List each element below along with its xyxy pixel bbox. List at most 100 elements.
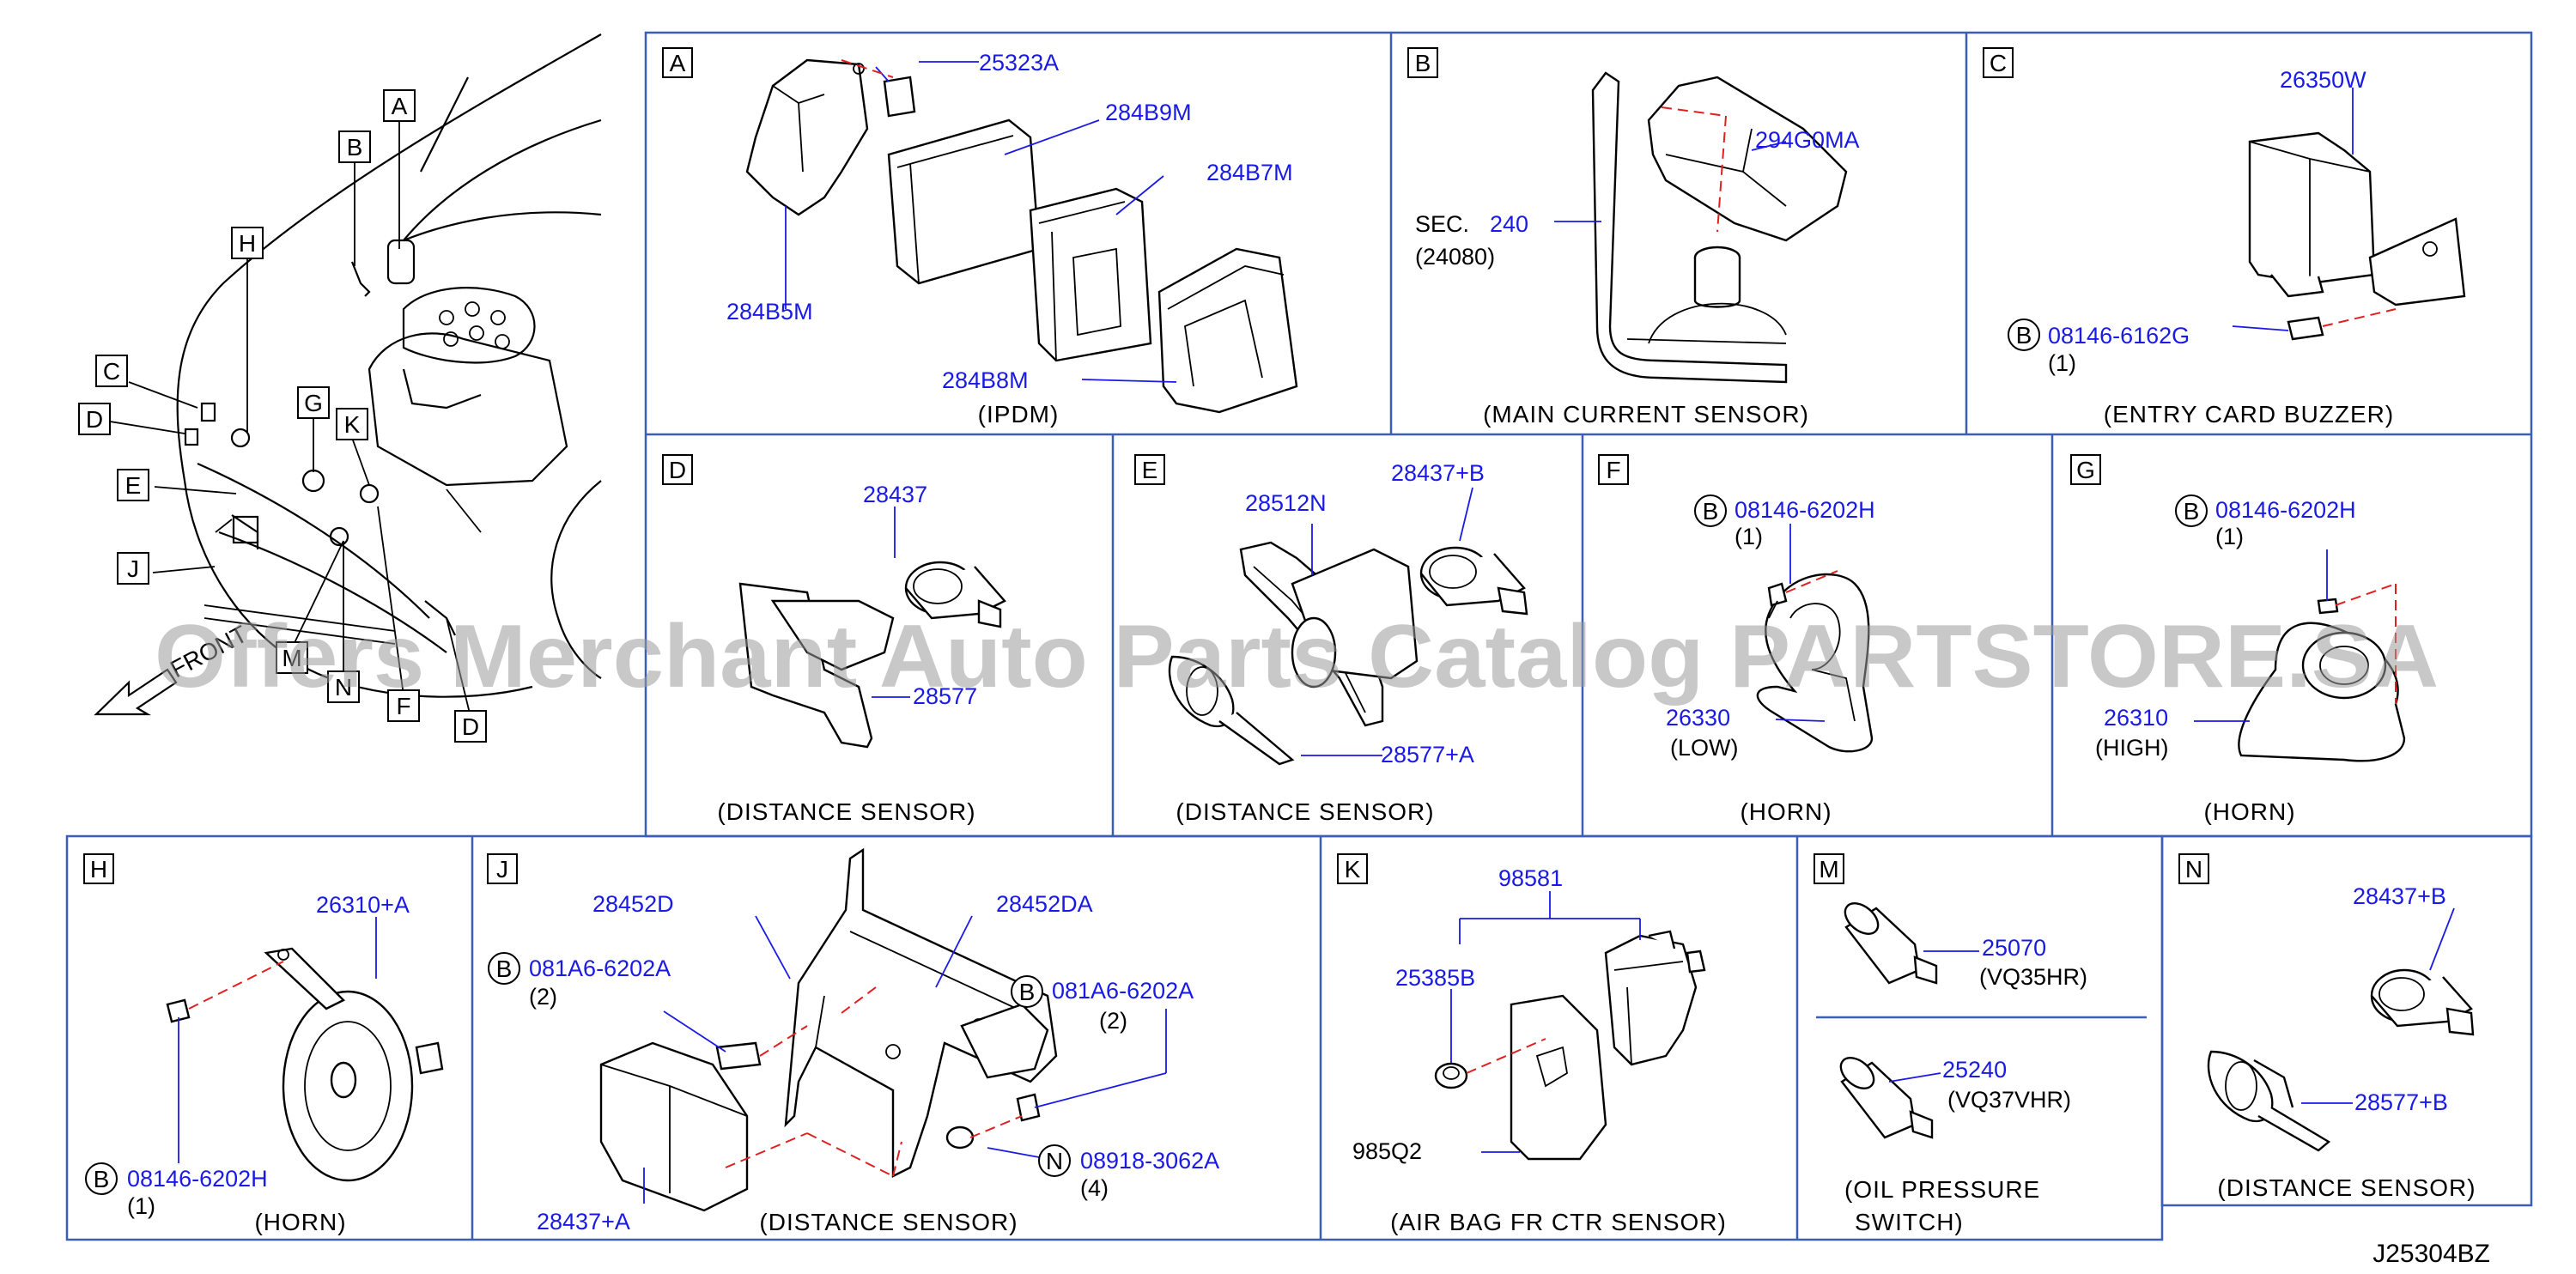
panel-g-letter: G xyxy=(2076,457,2095,483)
overview-label-m: M xyxy=(282,645,301,671)
panel-d-letter: D xyxy=(669,457,686,483)
part-08146-6202h-h: 08146-6202H xyxy=(127,1166,268,1192)
panel-d-caption: (DISTANCE SENSOR) xyxy=(717,798,975,825)
panel-j-drawing xyxy=(599,847,1167,1212)
panel-f-sub: (LOW) xyxy=(1670,735,1738,761)
overview-label-d: D xyxy=(86,406,103,433)
overview-label-j: J xyxy=(127,555,139,582)
panel-b-sec-sub: (24080) xyxy=(1415,244,1495,270)
overview-label-a: A xyxy=(392,93,408,119)
panel-b-caption: (MAIN CURRENT SENSOR) xyxy=(1483,401,1809,428)
panel-c-drawing xyxy=(2232,88,2466,341)
watermark: Offers Merchant Auto Parts Catalog PARTS… xyxy=(155,607,2439,707)
part-28437a: 28437+A xyxy=(537,1209,630,1235)
overview-label-g: G xyxy=(304,390,323,416)
panel-c-caption: (ENTRY CARD BUZZER) xyxy=(2104,401,2394,428)
overview-label-d2: D xyxy=(462,713,479,740)
part-985q2: 985Q2 xyxy=(1352,1138,1422,1164)
panel-m-engine-1: (VQ35HR) xyxy=(1979,964,2087,990)
panel-h-drawing xyxy=(166,917,444,1182)
panel-k-drawing xyxy=(1434,891,1706,1161)
panel-n-drawing xyxy=(2207,907,2475,1152)
part-26310a: 26310+A xyxy=(316,892,410,918)
panel-f-bolt-marker: B xyxy=(1703,498,1719,525)
panel-j-nut-marker: N xyxy=(1046,1148,1063,1174)
panel-m-drawing xyxy=(1839,902,1979,1139)
part-25070: 25070 xyxy=(1982,935,2046,961)
panel-h-caption: (HORN) xyxy=(254,1209,346,1235)
panel-a-drawing xyxy=(745,58,1298,414)
panel-b-sec-label: SEC. xyxy=(1415,211,1469,237)
part-284b5m: 284B5M xyxy=(726,299,813,325)
part-28577: 28577 xyxy=(913,683,977,709)
overview-label-b: B xyxy=(347,134,363,161)
part-98581: 98581 xyxy=(1498,865,1563,891)
panel-j-bolt2-marker: B xyxy=(1019,979,1036,1005)
part-26350w: 26350W xyxy=(2280,67,2366,93)
panel-f-bolt-qty: (1) xyxy=(1735,524,1763,549)
panel-j-bolt2-qty: (2) xyxy=(1099,1008,1127,1034)
panel-a-caption: (IPDM) xyxy=(978,401,1060,428)
panel-frames xyxy=(65,31,2533,1241)
car-overview xyxy=(176,33,602,698)
part-28437b-e: 28437+B xyxy=(1391,460,1485,486)
panel-h-letter: H xyxy=(90,856,107,883)
panel-j-nut-qty: (4) xyxy=(1080,1175,1109,1201)
part-284b9m: 284B9M xyxy=(1105,100,1192,125)
overview-label-e: E xyxy=(125,472,142,499)
part-28512n: 28512N xyxy=(1245,490,1327,516)
panel-j-bolt1-qty: (2) xyxy=(529,984,557,1010)
part-08918-3062a: 08918-3062A xyxy=(1080,1148,1219,1174)
part-28437: 28437 xyxy=(863,482,927,507)
panel-m-caption-line1: (OIL PRESSURE xyxy=(1844,1176,2040,1203)
part-081a6-6202a-1: 081A6-6202A xyxy=(529,956,671,981)
panel-c-bolt-marker: B xyxy=(2016,322,2032,349)
overview-labels: A B H C D G K E J M N F D xyxy=(78,89,487,743)
overview-label-f: F xyxy=(396,693,410,719)
panel-e-letter: E xyxy=(1142,457,1158,483)
panel-n-caption: (DISTANCE SENSOR) xyxy=(2217,1174,2476,1201)
part-28452d: 28452D xyxy=(592,891,674,917)
panel-h-bolt-qty: (1) xyxy=(127,1193,155,1219)
panel-f-drawing xyxy=(1756,524,1874,753)
panel-m-engine-2: (VQ37VHR) xyxy=(1947,1087,2071,1113)
panel-k-caption: (AIR BAG FR CTR SENSOR) xyxy=(1390,1209,1727,1235)
panel-b-sec-number: 240 xyxy=(1490,211,1528,237)
part-28577b: 28577+B xyxy=(2354,1089,2448,1115)
overview-leaders xyxy=(104,120,471,718)
panel-c-bolt-qty: (1) xyxy=(2048,350,2076,376)
part-08146-6162g: 08146-6162G xyxy=(2048,323,2190,349)
panel-k-letter: K xyxy=(1345,856,1361,883)
panel-g-caption: (HORN) xyxy=(2203,798,2295,825)
part-081a6-6202a-2: 081A6-6202A xyxy=(1052,978,1194,1004)
part-25240: 25240 xyxy=(1942,1057,2007,1083)
part-284b8m: 284B8M xyxy=(942,367,1029,393)
overview-label-c: C xyxy=(103,358,120,385)
panel-g-bolt-qty: (1) xyxy=(2215,524,2244,549)
part-08146-6202h-f: 08146-6202H xyxy=(1735,497,1875,523)
panel-e-caption: (DISTANCE SENSOR) xyxy=(1176,798,1434,825)
panel-b-drawing xyxy=(1554,71,1848,384)
part-284b7m: 284B7M xyxy=(1206,160,1293,185)
part-08146-6202h-g: 08146-6202H xyxy=(2215,497,2356,523)
panel-j-bolt1-marker: B xyxy=(496,956,513,982)
panel-n-letter: N xyxy=(2185,856,2202,883)
part-26310: 26310 xyxy=(2104,705,2168,731)
panel-f-caption: (HORN) xyxy=(1740,798,1832,825)
panel-g-sub: (HIGH) xyxy=(2095,735,2168,761)
panel-m-caption-line2: SWITCH) xyxy=(1855,1209,1964,1235)
part-28437b-n: 28437+B xyxy=(2353,883,2446,909)
overview-label-k: K xyxy=(344,411,361,438)
part-25323a: 25323A xyxy=(979,50,1059,76)
panel-e-drawing xyxy=(1168,487,1528,766)
part-25385b: 25385B xyxy=(1395,965,1475,991)
overview-label-h: H xyxy=(239,230,256,257)
part-28452da: 28452DA xyxy=(996,891,1093,917)
panel-m-letter: M xyxy=(1819,856,1838,883)
part-294g0ma: 294G0MA xyxy=(1755,127,1860,153)
panel-j-letter: J xyxy=(496,856,508,883)
part-26330: 26330 xyxy=(1666,705,1730,731)
panel-b-letter: B xyxy=(1415,50,1431,76)
part-28577a: 28577+A xyxy=(1381,742,1474,767)
